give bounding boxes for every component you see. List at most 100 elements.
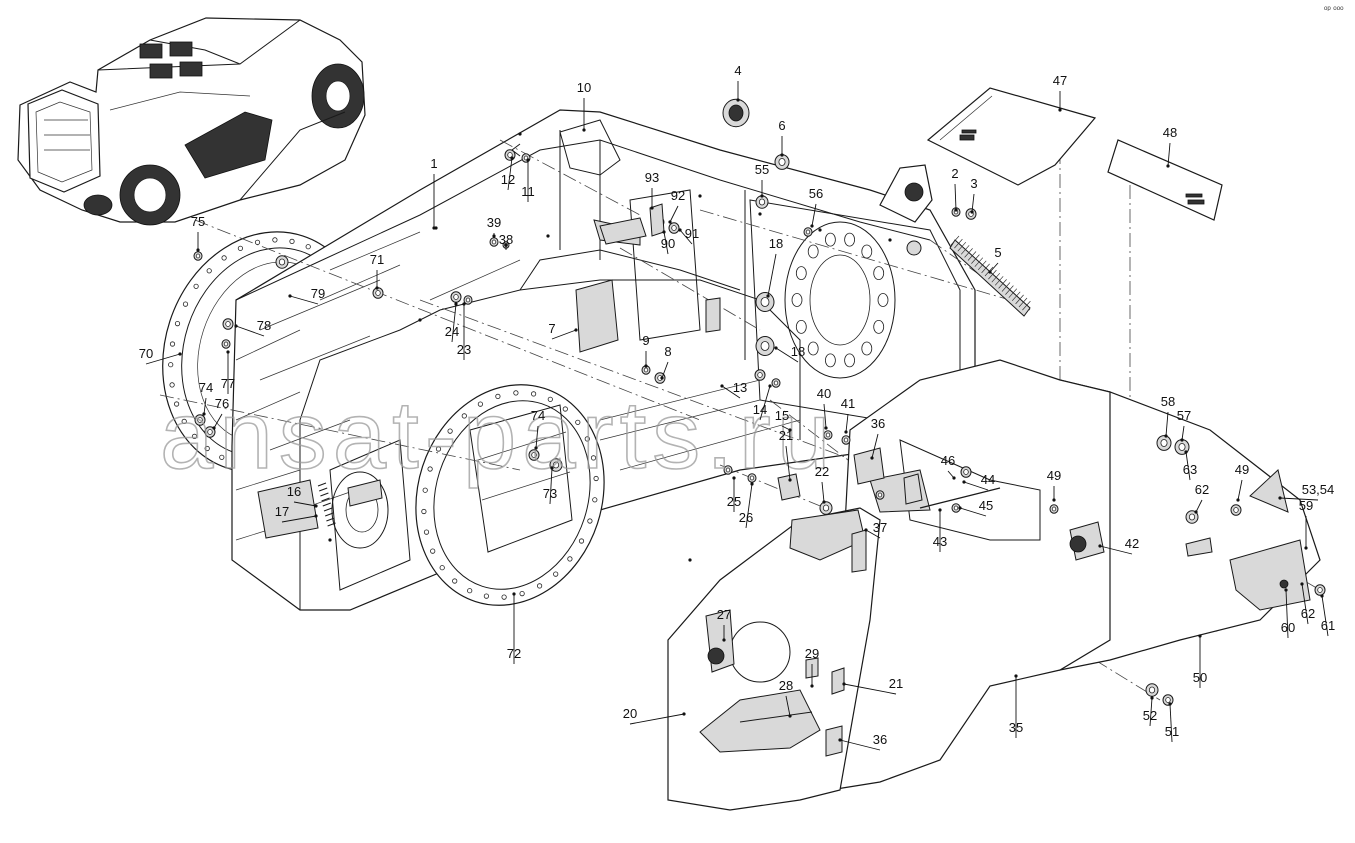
threaded-shaft-5: [949, 235, 1031, 317]
rivet-dot: [888, 238, 892, 242]
leader-end: [780, 153, 784, 157]
rivet-dot: [518, 132, 522, 136]
leader-c91: [679, 229, 693, 245]
wheel-hole: [825, 353, 836, 368]
callout-c57: 57: [1177, 408, 1191, 423]
callout-c43: 43: [933, 534, 947, 549]
bolt-hole: [553, 571, 559, 577]
leader-end: [722, 638, 726, 642]
part-hole: [1178, 443, 1186, 451]
callout-c7: 7: [548, 321, 555, 336]
callout-c24: 24: [445, 324, 459, 339]
callout-c20: 20: [623, 706, 637, 721]
bracket-part: [257, 479, 319, 539]
leader-end: [810, 684, 814, 688]
part-hole: [465, 297, 471, 303]
bolt-hole: [593, 475, 599, 482]
callout-c36a: 36: [871, 416, 885, 431]
hub-core: [728, 104, 744, 122]
bolt-hole: [578, 538, 585, 544]
rivet-dot: [328, 538, 332, 542]
callout-c35: 35: [1009, 720, 1023, 735]
bolt-hole: [219, 454, 225, 460]
bolt-hole: [254, 239, 261, 245]
callout-c45: 45: [979, 498, 993, 513]
rivet-dot: [758, 212, 762, 216]
bolt-hole: [584, 436, 590, 442]
leader-end: [838, 738, 842, 742]
callout-c2: 2: [951, 166, 958, 181]
leader-end: [988, 270, 992, 274]
leader-c79: [289, 295, 319, 305]
part-hole: [725, 467, 731, 473]
spring-16: [317, 482, 336, 527]
bolt-hole: [305, 244, 311, 250]
part-hole: [749, 475, 755, 481]
callout-c73: 73: [543, 486, 557, 501]
callout-c21b: 21: [889, 676, 903, 691]
callout-c79: 79: [311, 286, 325, 301]
leader-end: [870, 456, 874, 460]
leader-end: [432, 226, 436, 230]
leader-lines: [145, 81, 1329, 751]
callout-c17: 17: [275, 504, 289, 519]
callout-c93: 93: [645, 170, 659, 185]
bracket-part: [853, 447, 885, 485]
bolt-hole: [169, 341, 176, 347]
leader-end: [864, 528, 868, 532]
callout-c74a: 74: [199, 380, 213, 395]
bolt-hole: [592, 497, 598, 503]
ring-flange-72: [415, 384, 605, 606]
callout-c62a: 62: [1195, 482, 1209, 497]
part-hole: [375, 290, 381, 296]
leader-end: [788, 478, 792, 482]
leader-end: [314, 504, 318, 508]
cover-plate-48: [1107, 139, 1223, 221]
callout-c90: 90: [661, 236, 675, 251]
bolt-hole: [422, 487, 428, 493]
callout-c75: 75: [191, 214, 205, 229]
leader-end: [788, 428, 792, 432]
leader-end: [822, 500, 826, 504]
part-hole: [778, 158, 786, 166]
leader-end: [644, 364, 648, 368]
callout-c38: 38: [499, 232, 513, 247]
part-hole: [278, 258, 286, 266]
latch-27: [707, 647, 725, 665]
part-hole: [773, 380, 779, 386]
bracket-part: [1249, 469, 1289, 513]
part-hole: [1148, 686, 1156, 694]
leader-c16: [293, 501, 317, 507]
leader-end: [375, 286, 379, 290]
leader-c18a: [767, 253, 777, 297]
leader-end: [760, 194, 764, 198]
leader-c56: [811, 203, 817, 227]
callout-c11: 11: [521, 184, 535, 199]
leader-end: [842, 682, 846, 686]
leader-c21b: [843, 683, 897, 695]
callout-c10: 10: [577, 80, 591, 95]
bolt-hole: [169, 382, 175, 388]
part-hole: [507, 152, 513, 158]
leader-c5: [989, 262, 999, 273]
rivet-dot: [688, 558, 692, 562]
bolt-hole: [495, 393, 501, 399]
bolt-hole: [575, 419, 581, 425]
leader-end: [660, 376, 664, 380]
callout-c5: 5: [994, 245, 1001, 260]
bolt-hole: [221, 255, 227, 261]
callout-c59: 59: [1299, 498, 1313, 513]
callout-c42: 42: [1125, 536, 1139, 551]
leader-c3: [971, 193, 975, 213]
part-hole: [758, 198, 766, 206]
bolt-hole: [547, 396, 553, 402]
leader-end: [736, 98, 740, 102]
leader-end: [1304, 546, 1308, 550]
leader-c74a: [203, 397, 207, 415]
callout-c12: 12: [501, 172, 515, 187]
callout-c15: 15: [775, 408, 789, 423]
leader-c17: [281, 515, 317, 523]
leader-c63: [1185, 451, 1191, 481]
leader-end: [650, 206, 654, 210]
